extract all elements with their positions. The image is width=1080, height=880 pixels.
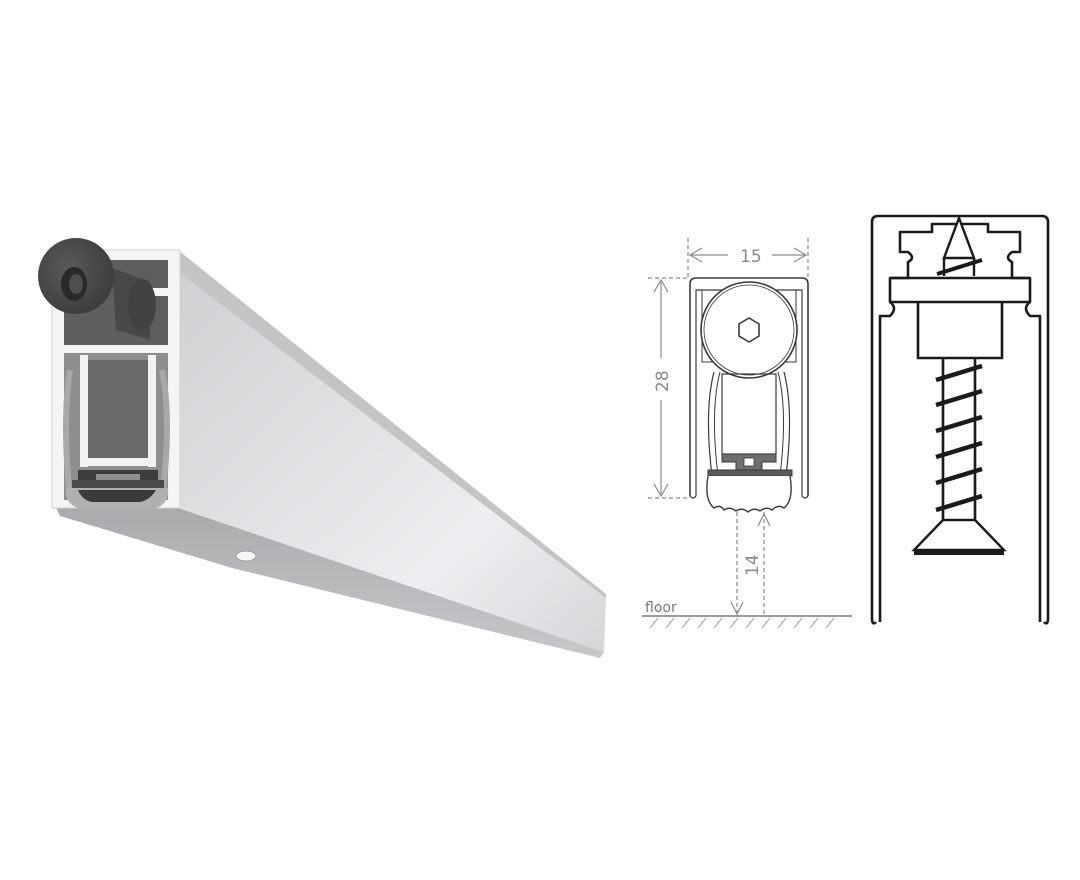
floor-label: floor <box>645 600 677 616</box>
plug-body <box>916 302 1004 360</box>
bulb-seal-shadow <box>78 490 156 502</box>
door-seal-render-illustration <box>38 238 606 658</box>
hex-socket-icon <box>738 317 760 343</box>
outer-channel <box>870 214 1050 625</box>
slot-notch <box>150 288 168 296</box>
mounting-hole <box>235 550 257 562</box>
drop-dimension-label: 14 <box>743 554 763 576</box>
seal-left-lip <box>63 369 73 501</box>
product-render <box>38 238 606 658</box>
screw-head-icon <box>911 518 1007 552</box>
dimension-drawing: 15 28 14 <box>630 0 870 880</box>
screw-section <box>855 0 1080 880</box>
width-dimension-label: 15 <box>740 247 762 267</box>
seal-strip <box>72 480 164 488</box>
screw-thread-icon <box>935 363 983 513</box>
screw-section-svg <box>870 214 1050 625</box>
endcap-circle <box>700 281 798 379</box>
screw-tip-icon <box>942 214 976 260</box>
seal-t-slot <box>78 470 158 480</box>
height-dimension-label: 28 <box>653 370 673 392</box>
profile-bottom-edge <box>52 500 604 658</box>
cross-section-dimension-svg: 15 28 14 <box>642 238 852 629</box>
carrier-right-wall <box>148 355 156 467</box>
carrier-floor <box>80 458 156 466</box>
divider-bar <box>58 345 174 353</box>
actuator-collar <box>128 279 156 331</box>
floor-hatching <box>649 617 835 629</box>
profile-top-edge <box>150 250 606 598</box>
carrier-left-wall <box>80 355 88 467</box>
carrier-interior <box>88 360 148 460</box>
